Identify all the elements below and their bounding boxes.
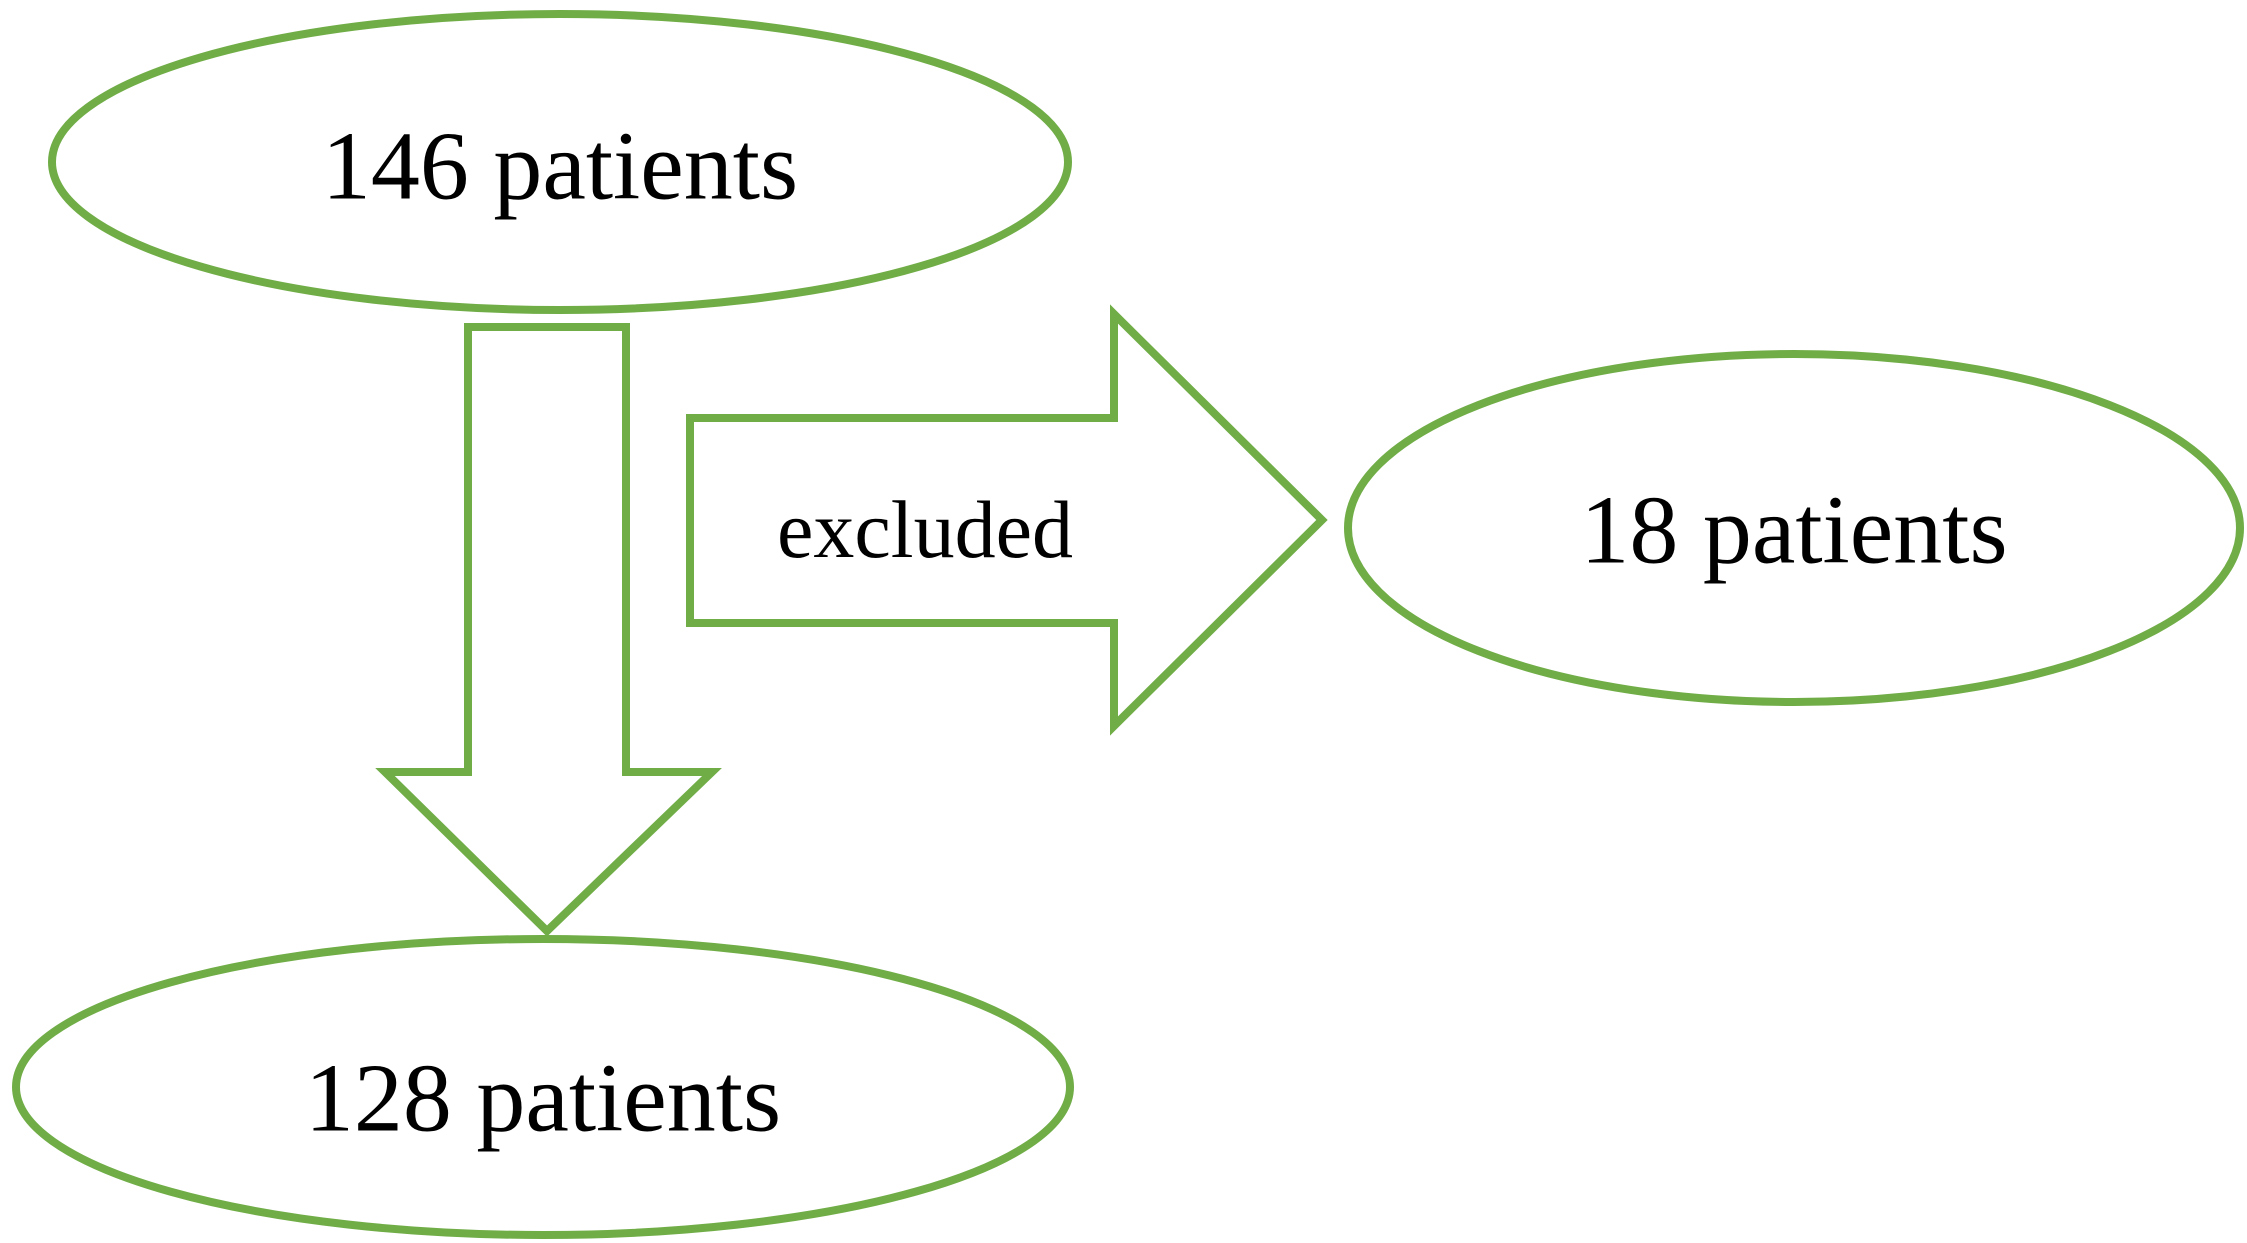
node-total-shape: [48, 10, 1072, 314]
node-excluded: 18 patients: [1344, 350, 2244, 706]
node-excluded-shape: [1344, 350, 2244, 706]
arrow-inclusion-shape: [375, 323, 722, 937]
node-included-label: 128 patients: [305, 1044, 781, 1152]
node-total: 146 patients: [48, 10, 1072, 314]
node-included-shape: [12, 935, 1074, 1239]
arrow-exclusion: excluded: [686, 304, 1328, 736]
node-included: 128 patients: [12, 935, 1074, 1239]
node-total-label: 146 patients: [322, 112, 798, 220]
node-excluded-label: 18 patients: [1580, 476, 2007, 584]
arrow-inclusion: [375, 323, 722, 937]
arrow-exclusion-label: excluded: [777, 484, 1073, 575]
arrow-exclusion-shape: [686, 304, 1328, 736]
